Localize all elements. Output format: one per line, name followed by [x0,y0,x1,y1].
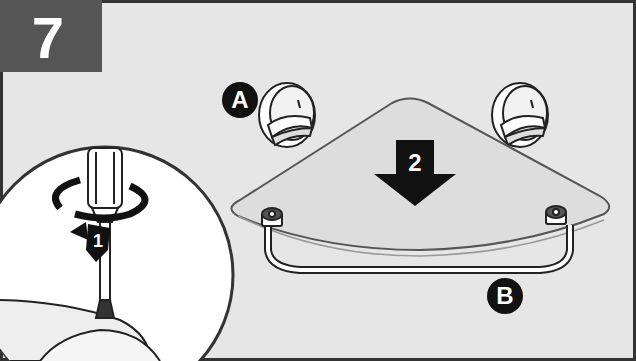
callout-letter: A [231,88,248,112]
step-number: 7 [32,9,64,67]
towel-rail [262,206,570,270]
step-box [0,0,102,72]
callout-letter: B [496,284,513,308]
direction-arrow [374,140,456,206]
glass-shelf [231,99,609,251]
callout-circle [222,82,258,118]
callout-number: 1 [93,232,103,250]
callout-circle [487,278,523,314]
callout-number: 2 [408,151,421,175]
detail-inset [0,147,233,361]
wall-bracket [259,83,315,147]
wall-bracket [492,83,548,147]
